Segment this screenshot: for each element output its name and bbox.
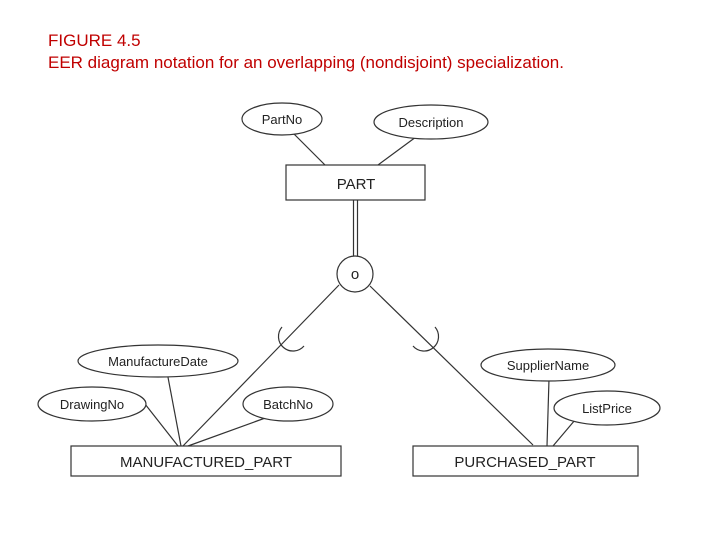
attribute-manufacturedate: ManufactureDate bbox=[77, 344, 239, 378]
entity-manufactured-part: MANUFACTURED_PART bbox=[70, 445, 342, 477]
entity-manufactured-part-label: MANUFACTURED_PART bbox=[120, 454, 292, 471]
manufacturedate-link-line bbox=[166, 371, 182, 447]
attribute-batchno-label: BatchNo bbox=[263, 397, 313, 412]
purchased-subset-symbol bbox=[412, 326, 440, 352]
attribute-description: Description bbox=[373, 104, 489, 140]
manufactured-subset-symbol bbox=[277, 326, 305, 352]
purchased-subclass-line bbox=[369, 285, 534, 446]
figure-number: FIGURE 4.5 bbox=[48, 31, 141, 50]
figure-caption: FIGURE 4.5 EER diagram notation for an o… bbox=[48, 30, 564, 74]
attribute-partno: PartNo bbox=[241, 102, 323, 136]
attribute-drawingno: DrawingNo bbox=[37, 386, 147, 422]
listprice-link-line bbox=[552, 419, 576, 447]
suppliername-link-line bbox=[546, 378, 550, 447]
attribute-suppliername-label: SupplierName bbox=[507, 358, 589, 373]
attribute-drawingno-label: DrawingNo bbox=[60, 397, 124, 412]
description-link-line bbox=[377, 133, 421, 166]
figure-description: EER diagram notation for an overlapping … bbox=[48, 53, 564, 72]
entity-purchased-part: PURCHASED_PART bbox=[412, 445, 639, 477]
partno-link-line bbox=[289, 129, 326, 166]
overlap-symbol: o bbox=[351, 266, 359, 283]
entity-purchased-part-label: PURCHASED_PART bbox=[454, 454, 595, 471]
attribute-batchno: BatchNo bbox=[242, 386, 334, 422]
manufactured-subclass-line bbox=[180, 284, 340, 449]
batchno-link-line bbox=[187, 416, 269, 447]
connector-lines bbox=[144, 129, 576, 449]
attribute-partno-label: PartNo bbox=[262, 112, 302, 127]
entity-part: PART bbox=[285, 164, 426, 201]
attribute-manufacturedate-label: ManufactureDate bbox=[108, 354, 208, 369]
attribute-suppliername: SupplierName bbox=[480, 348, 616, 382]
attribute-listprice-label: ListPrice bbox=[582, 401, 632, 416]
entity-part-label: PART bbox=[337, 176, 376, 193]
attribute-description-label: Description bbox=[398, 115, 463, 130]
specialization-circle: o bbox=[336, 255, 374, 293]
attribute-listprice: ListPrice bbox=[553, 390, 661, 426]
drawingno-link-line bbox=[144, 403, 179, 447]
